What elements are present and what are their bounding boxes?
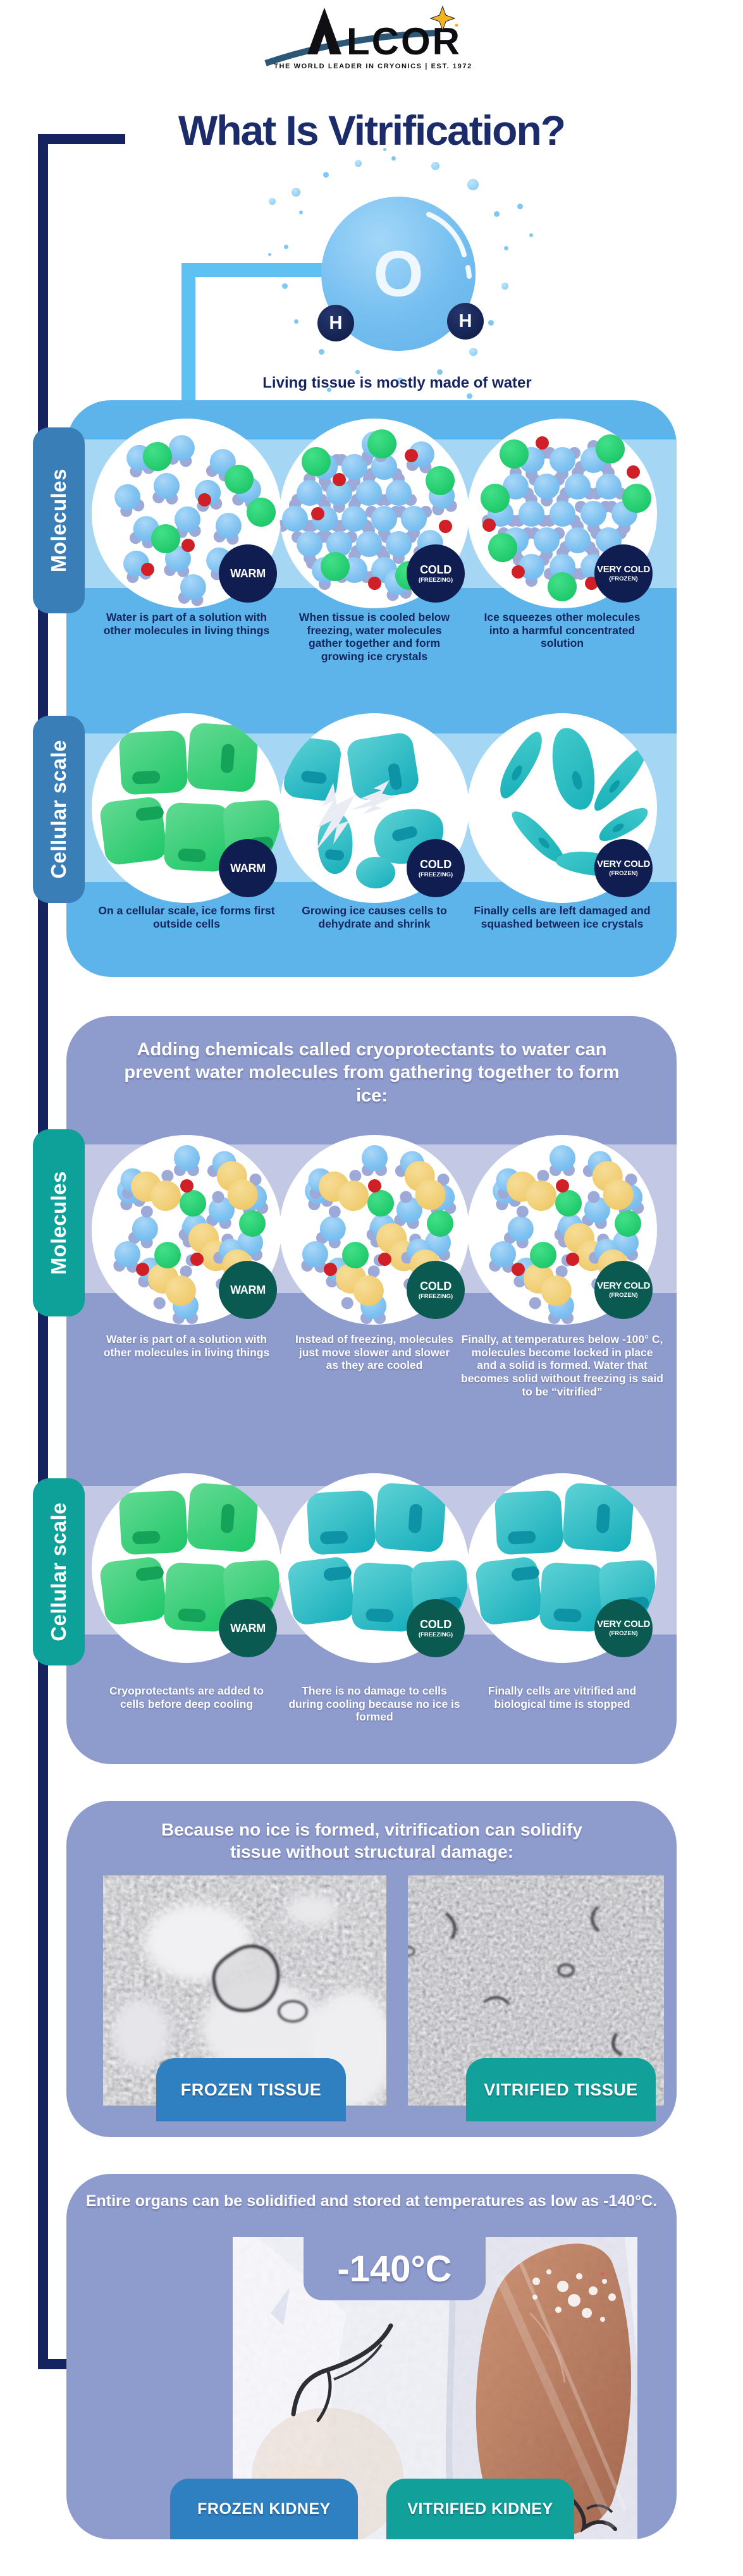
temp-badge-cold: COLD(FREEZING): [407, 839, 465, 897]
temp-badge-warm: WARM: [219, 839, 277, 897]
caption: Finally, at temperatures below -100° C, …: [461, 1333, 663, 1398]
temp-badge-very-cold: VERY COLD(FROZEN): [594, 839, 653, 897]
logo-tagline: THE WORLD LEADER IN CRYONICS | EST. 1972: [274, 63, 472, 70]
oxygen-highlight: [426, 212, 472, 279]
caption: When tissue is cooled below freezing, wa…: [298, 611, 450, 663]
temp-badge-warm: WARM: [219, 1599, 277, 1657]
logo-letters: LCOR: [347, 20, 462, 63]
intro-connector-horizontal: [181, 263, 324, 277]
caption: Finally cells are vitrified and biologic…: [488, 1684, 637, 1710]
logo-a-icon: [307, 8, 341, 54]
temp-badge-very-cold: VERY COLD(FROZEN): [594, 544, 653, 603]
intro-connector-vertical: [181, 263, 195, 417]
caption: Instead of freezing, molecules just move…: [295, 1333, 453, 1372]
panel2-heading: Adding chemicals called cryoprotectants …: [124, 1040, 620, 1106]
vitrified-kidney-label: VITRIFIED KIDNEY: [386, 2479, 574, 2539]
logo-swoosh: [264, 30, 438, 66]
oxygen-label: O: [373, 237, 424, 310]
tab-label: Molecules: [47, 468, 70, 573]
frozen-kidney-label: FROZEN KIDNEY: [170, 2479, 358, 2539]
temp-badge-cold: COLD(FREEZING): [407, 544, 465, 603]
panel3-heading: Because no ice is formed, vitrification …: [161, 1820, 582, 1861]
vitrified-tissue-label: VITRIFIED TISSUE: [466, 2058, 656, 2121]
tab-label: Molecules: [47, 1170, 70, 1275]
sidebar-tab-cellular-2: Cellular scale: [33, 1478, 85, 1665]
frozen-tissue-label: FROZEN TISSUE: [156, 2058, 346, 2121]
caption: Ice squeezes other molecules into a harm…: [484, 611, 641, 650]
caption: There is no damage to cells during cooli…: [288, 1684, 460, 1724]
temp-badge-very-cold: VERY COLD(FROZEN): [594, 1261, 653, 1319]
temp-badge-cold: COLD(FREEZING): [407, 1599, 465, 1657]
hydrogen-atom-right: H: [447, 303, 484, 340]
alcor-logo: LCOR THE WORLD LEADER IN CRYONICS | EST.…: [264, 5, 472, 70]
temp-badge-cold: COLD(FREEZING): [407, 1261, 465, 1319]
caption: Growing ice causes cells to dehydrate an…: [302, 904, 447, 930]
caption: Cryoprotectants are added to cells befor…: [109, 1684, 264, 1710]
temperature-label: -140°C: [304, 2237, 486, 2300]
page-title: What Is Vitrification?: [178, 107, 566, 154]
tab-label: Cellular scale: [47, 740, 70, 879]
timeline-top-dash: [38, 134, 125, 144]
hydrogen-label: H: [458, 310, 472, 331]
illustration-molecules-freezing: [279, 419, 469, 608]
caption: Finally cells are left damaged and squas…: [474, 904, 651, 930]
caption: Water is part of a solution with other m…: [103, 1333, 270, 1359]
hydrogen-label: H: [329, 312, 343, 333]
intro-caption: Living tissue is mostly made of water: [262, 374, 532, 391]
hydrogen-atom-left: H: [317, 305, 354, 341]
sidebar-tab-cellular-1: Cellular scale: [33, 716, 85, 903]
panel4-heading: Entire organs can be solidified and stor…: [85, 2192, 658, 2210]
sidebar-tab-molecules-1: Molecules: [33, 427, 85, 613]
temp-badge-warm: WARM: [219, 544, 277, 603]
temp-badge-warm: WARM: [219, 1261, 277, 1319]
star-icon: [429, 5, 456, 32]
caption: Water is part of a solution with other m…: [103, 611, 270, 637]
tab-label: Cellular scale: [47, 1502, 70, 1641]
temp-badge-very-cold: VERY COLD(FROZEN): [594, 1599, 653, 1657]
sidebar-tab-molecules-2: Molecules: [33, 1129, 85, 1316]
caption: On a cellular scale, ice forms first out…: [98, 904, 275, 930]
